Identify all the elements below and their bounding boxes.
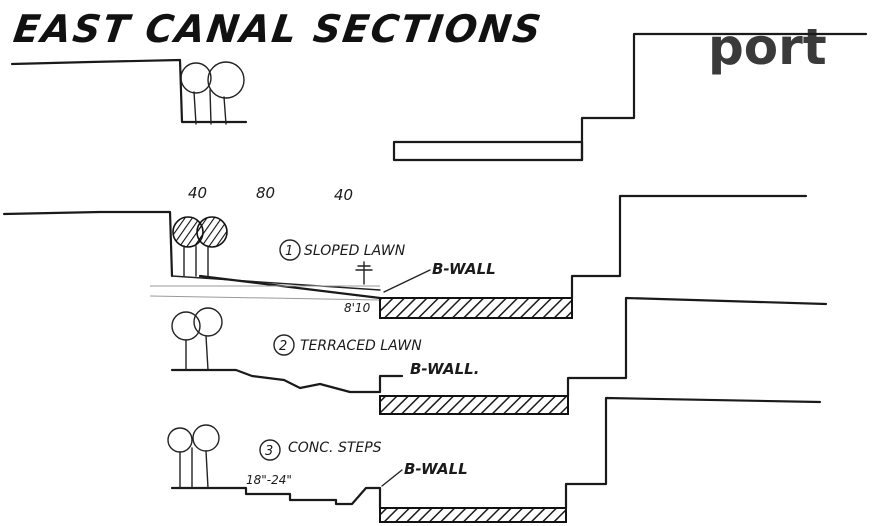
section-2-canal-wall bbox=[379, 395, 569, 415]
person-icon bbox=[355, 261, 373, 285]
section-2-label: TERRACED LAWN bbox=[300, 338, 422, 354]
section-2-terraced-lawn: 2 TERRACED LAWN B-WALL. bbox=[170, 296, 828, 415]
port-logo: port bbox=[708, 18, 827, 76]
section-3-label: CONC. STEPS bbox=[288, 440, 382, 456]
section-1-label: SLOPED LAWN bbox=[304, 243, 406, 259]
section-2-number-circle bbox=[273, 334, 295, 356]
section-3-number: 3 bbox=[265, 444, 273, 459]
section-2-number: 2 bbox=[279, 339, 287, 354]
dimension-label: 40 bbox=[334, 186, 353, 204]
section-1-wall-label: B-WALL bbox=[432, 260, 496, 278]
section-3-canal-wall bbox=[379, 507, 567, 523]
existing-section bbox=[10, 32, 868, 162]
tree-icon bbox=[180, 61, 245, 125]
sketch-title: EAST CANAL SECTIONS bbox=[11, 8, 546, 52]
section-1-number: 1 bbox=[285, 244, 293, 259]
dimension-label: 40 bbox=[188, 184, 207, 202]
tree-icon bbox=[167, 424, 220, 489]
tree-icon bbox=[171, 307, 223, 371]
tree-icon bbox=[172, 216, 228, 277]
section-3-note: 18"-24" bbox=[246, 473, 292, 487]
section-2-wall-label: B-WALL. bbox=[410, 360, 479, 378]
section-1-sloped-lawn: 1 SLOPED LAWN B-WALL 8'10 bbox=[2, 194, 808, 319]
section-3-number-circle bbox=[259, 439, 281, 461]
section-1-note: 8'10 bbox=[344, 301, 371, 315]
section-3-concrete-steps: 3 CONC. STEPS 18"-24" B-WALL bbox=[167, 396, 822, 523]
section-1-canal-wall bbox=[379, 297, 573, 319]
dimension-label: 80 bbox=[256, 184, 275, 202]
section-3-wall-label: B-WALL bbox=[404, 460, 468, 478]
section-1-number-circle bbox=[279, 239, 301, 261]
